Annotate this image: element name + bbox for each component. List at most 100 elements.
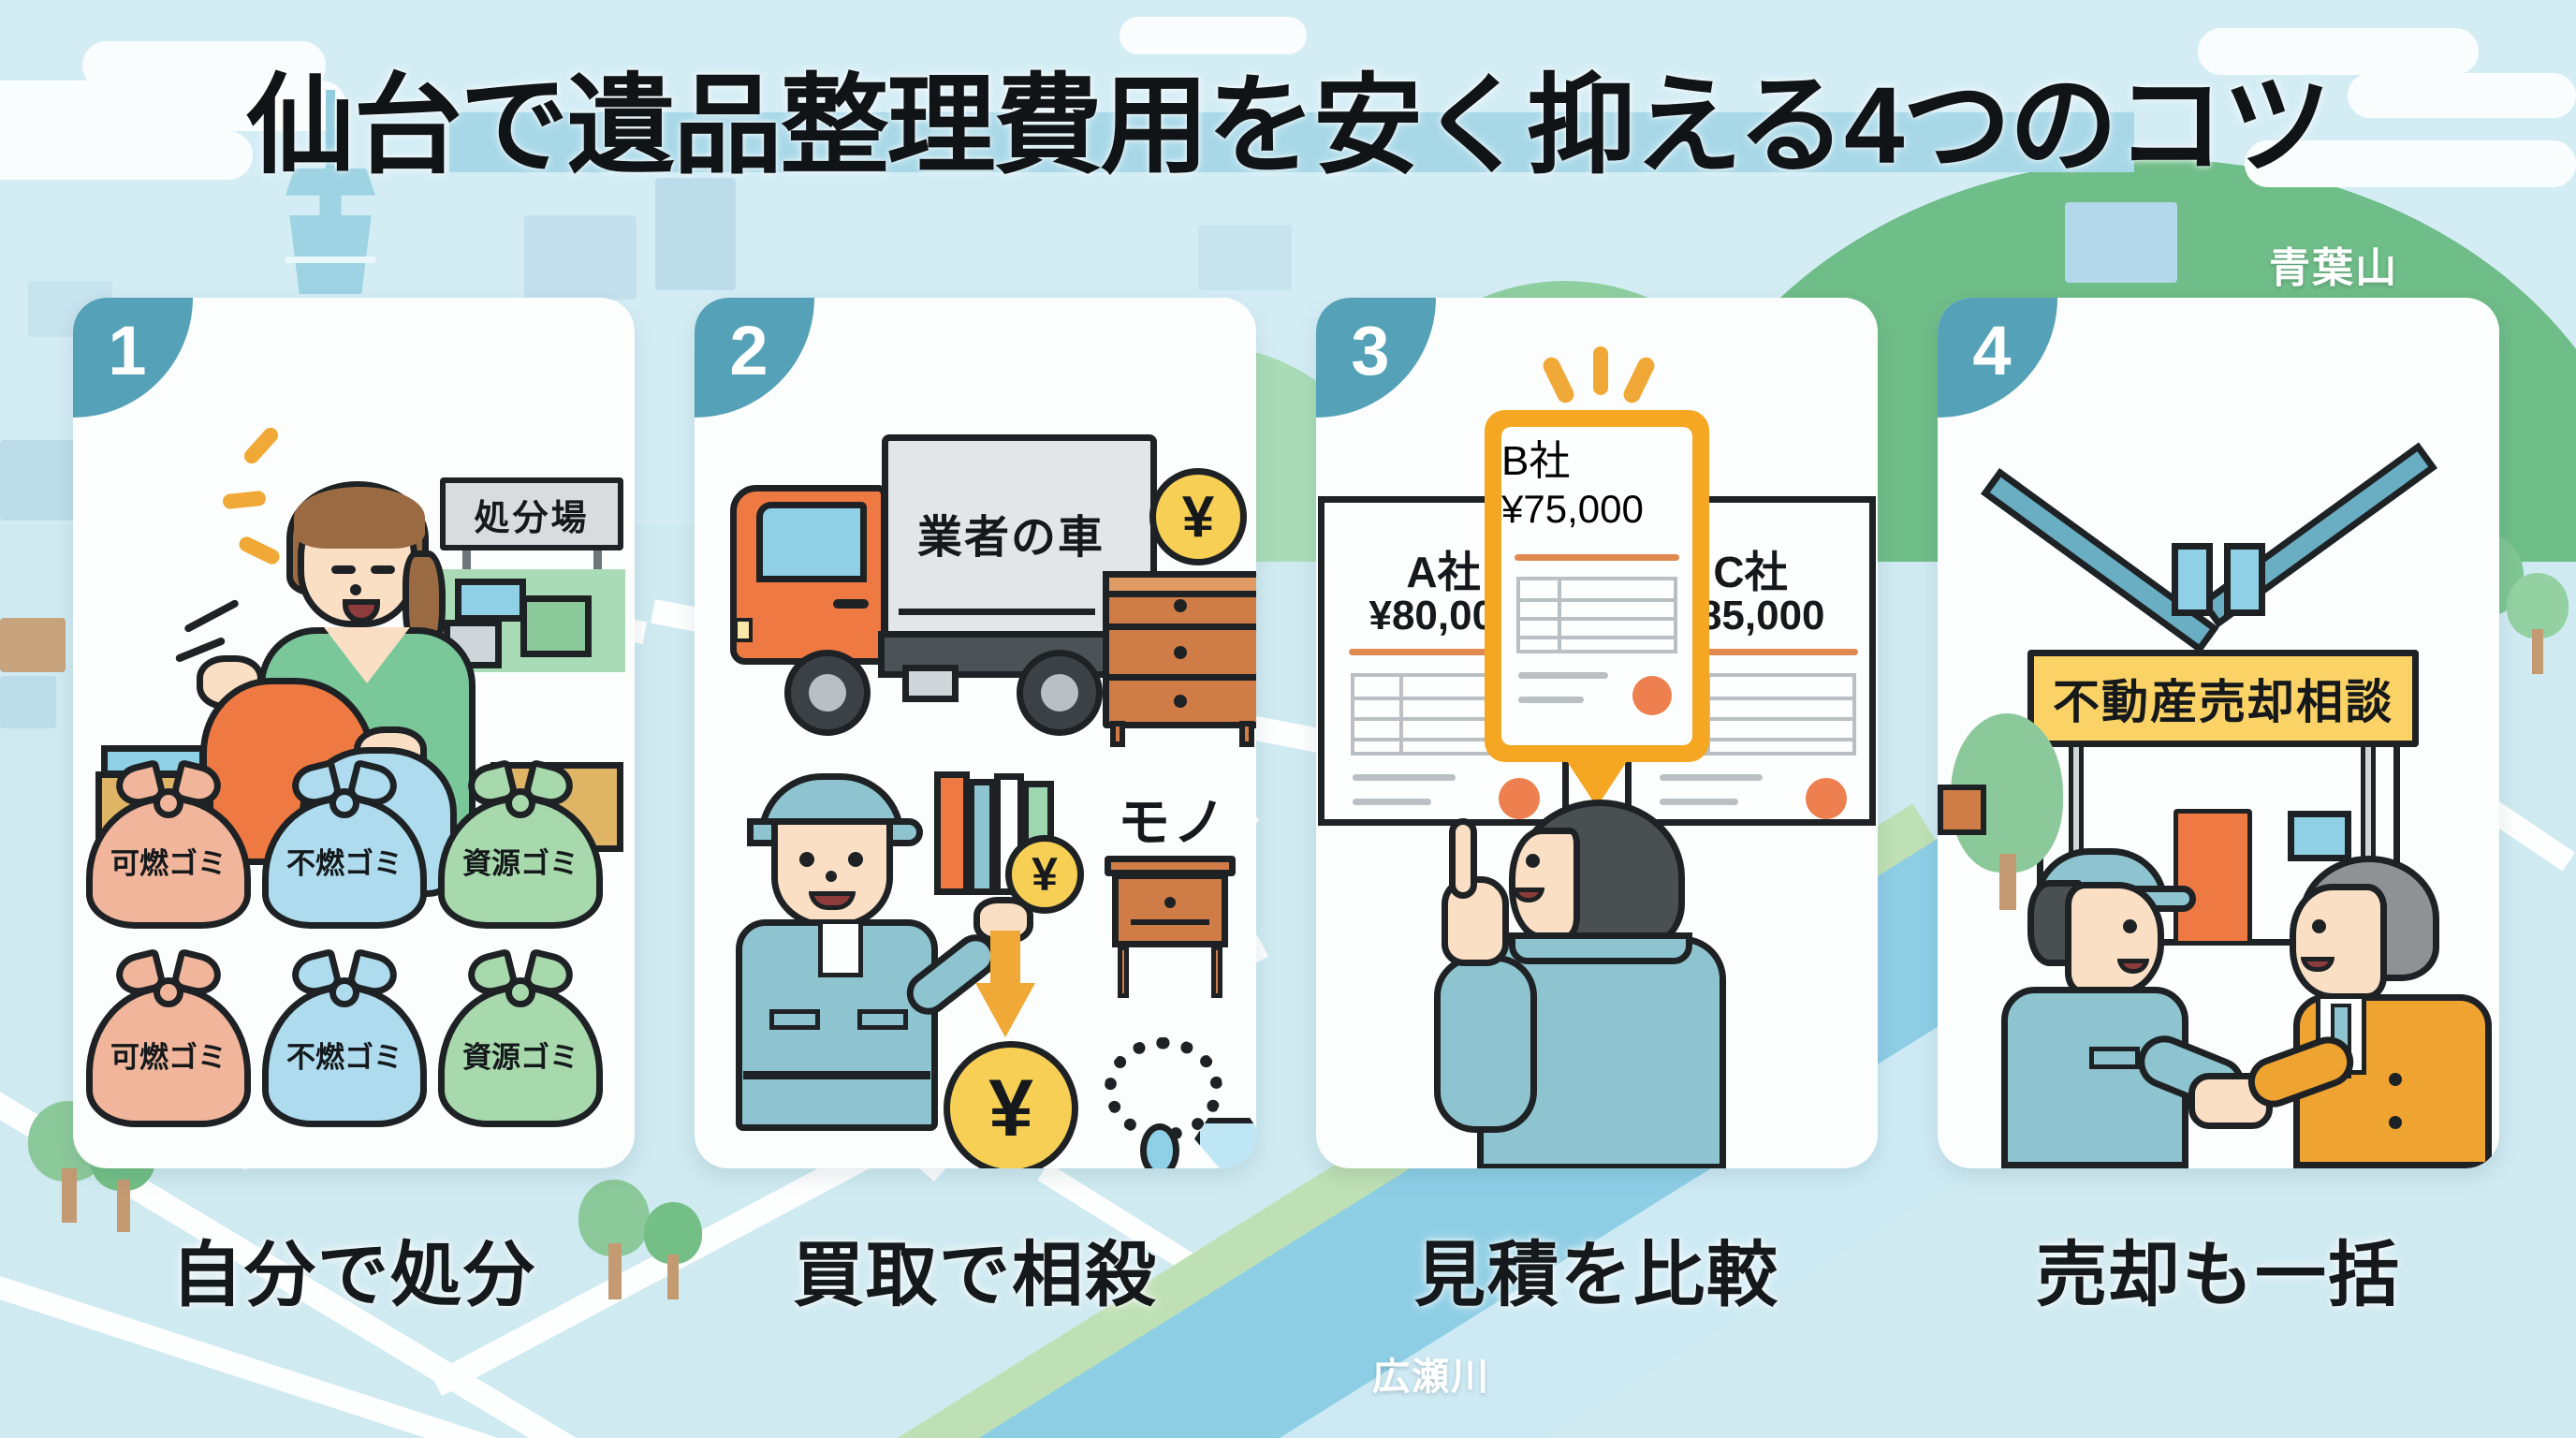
quote-company-a: A社 [1406,548,1481,596]
garbage-bag: 資源ゴミ [438,758,603,929]
dresser-divider [1108,624,1256,630]
dresser-leg [1239,721,1254,747]
cloud-shape [1120,17,1307,54]
cloud-shape [82,41,326,90]
card-1-self-disposal[interactable]: 1 処分場 [73,298,635,1168]
small-building [1938,785,1986,835]
map-label-aobayama: 青葉山 [2269,245,2398,291]
dresser-leg [1110,721,1125,747]
map-block [1198,225,1292,290]
quote-stamp [1632,676,1672,715]
woman-eye [371,565,395,574]
quote-stamp [1806,778,1847,819]
woman-eye [331,565,356,574]
map-block [655,178,736,290]
truck-wheel [1017,650,1103,736]
books-icon [934,771,970,895]
card-4-number: 4 [1972,311,2012,389]
truck-window [756,502,867,582]
worker-pocket [2089,1047,2140,1069]
gem-icon [1194,1118,1256,1168]
tree-icon [2507,573,2569,674]
container-blue [455,579,526,622]
cloud-shape [2348,73,2576,118]
dresser-divider [1108,674,1256,681]
card-4-property-sale[interactable]: 4 不動産売却相談 [1938,298,2499,1168]
dresser-knob [1174,695,1187,708]
worker-eye [2123,919,2137,933]
card-2-illustration: 業者の車 ¥ [695,298,1256,1168]
quote-company-c: C社 [1713,548,1788,596]
house-door [2174,809,2252,946]
sparkle-icon [1593,346,1608,395]
page-title-text: 仙台で遺品整理費用を安く抑える4つのコツ [246,65,2331,186]
nightstand-icon [1112,873,1228,947]
garbage-bag-label: 不燃ゴミ [286,846,402,880]
quote-sheet-b: B社 ¥75,000 [1501,427,1692,745]
truck-label: 業者の車 [917,513,1105,563]
tree-icon [644,1202,702,1299]
house-window [2224,543,2265,616]
worker-eye [799,852,814,867]
worker-face [2065,882,2164,996]
map-label-hirosegawa: 広瀬川 [1372,1357,1490,1398]
garbage-bag-label: 資源ゴミ [462,846,578,880]
quote-line [1518,697,1584,703]
card-3-number: 3 [1351,311,1390,389]
dresser-knob [1174,646,1187,659]
quote-rule [1656,649,1858,655]
truck-wheel [784,650,871,736]
person-arm [1434,955,1537,1133]
map-block [0,676,56,728]
worker-eye [848,852,863,867]
nightstand-leg [1118,946,1129,998]
books-icon [968,779,996,895]
motion-line [183,598,241,634]
garbage-bag: 不燃ゴミ [262,947,427,1127]
coin-icon: ¥ [1149,468,1247,565]
person-index-finger [1449,818,1477,899]
title-highlight-band [449,112,2134,172]
quote-table [1516,577,1677,653]
garbage-bag: 可燃ゴミ [86,947,251,1127]
client-suit-button [2389,1116,2402,1129]
dresser-knob [1174,599,1187,612]
page-title: 仙台で遺品整理費用を安く抑える4つのコツ [0,71,2576,180]
worker-belt [743,1071,930,1079]
disposal-site-signboard: 処分場 [440,477,623,550]
house-window [2172,543,2213,616]
worker-pocket [769,1009,820,1030]
tree-icon [578,1180,650,1299]
card-2-number: 2 [729,311,768,389]
garbage-bag: 可燃ゴミ [86,758,251,929]
worker-pocket [857,1009,908,1030]
arrow-down-icon [975,931,1035,1039]
coin-icon-large: ¥ [944,1041,1078,1168]
woman-nose [350,584,361,595]
nightstand-line [1131,919,1209,925]
person-collar [1509,932,1692,964]
quote-line [1353,774,1456,781]
woman-bangs [294,487,425,549]
real-estate-sign: 不動産売却相談 [2027,650,2419,747]
quote-line [1518,672,1608,679]
garbage-bag: 不燃ゴミ [262,758,427,929]
quote-rule [1515,554,1679,561]
card-3-compare-estimates[interactable]: 3 A社 ¥80,000 [1316,298,1878,1168]
card-1-number: 1 [108,311,147,389]
cloud-shape [0,131,253,180]
quote-rule [1349,649,1551,655]
quote-sheet-b-highlight[interactable]: B社 ¥75,000 [1485,410,1709,762]
client-suit-button [2389,1073,2402,1086]
items-label: モノ [1118,793,1228,852]
card-2-buyback-offset[interactable]: 2 業者の車 ¥ [695,298,1256,1168]
card-4-illustration: 不動産売却相談 [1938,298,2499,1168]
garbage-bag: 資源ゴミ [438,947,603,1127]
sparkle-icon [241,424,282,467]
map-block [2065,202,2177,283]
card-3-illustration: A社 ¥80,000 C社 ¥85,000 [1316,298,1878,1168]
necklace-pendant [1140,1123,1179,1168]
truck-box-line [899,609,1095,615]
cloud-shape [2245,140,2576,187]
